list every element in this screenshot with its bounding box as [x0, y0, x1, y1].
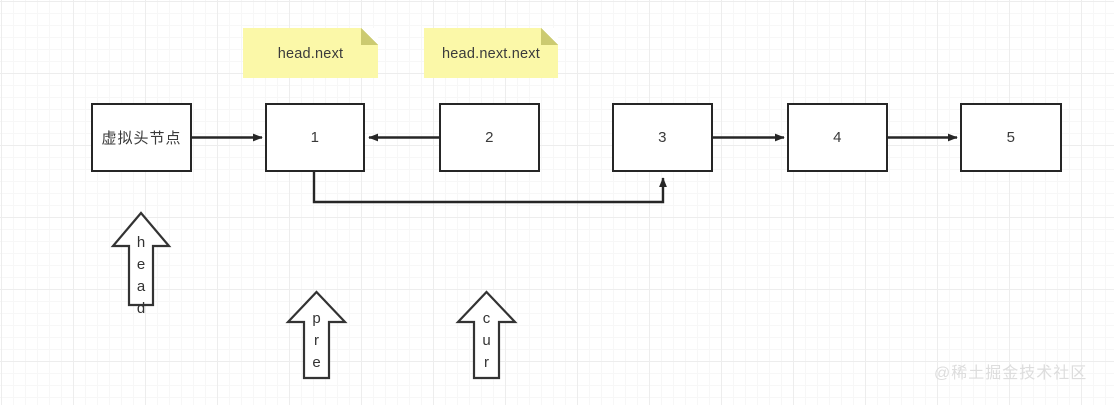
page-fold-icon [541, 28, 558, 45]
node-label: 虚拟头节点 [101, 130, 182, 147]
up-arrow-icon [110, 211, 172, 307]
node-2[interactable]: 2 [439, 103, 540, 172]
node-4[interactable]: 4 [787, 103, 888, 172]
sticky-note-head-next[interactable]: head.next [243, 28, 378, 78]
pointer-pre[interactable]: p r e [285, 289, 348, 381]
sticky-note-label: head.next.next [442, 46, 540, 62]
connector-1-to-3 [312, 172, 667, 204]
node-1[interactable]: 1 [265, 103, 365, 172]
up-arrow-icon [455, 290, 518, 380]
sticky-note-label: head.next [277, 46, 344, 62]
node-3[interactable]: 3 [612, 103, 713, 172]
pointer-head[interactable]: h e a d [110, 210, 172, 317]
node-label: 2 [485, 129, 494, 146]
node-label: 4 [833, 129, 842, 146]
page-fold-icon [361, 28, 378, 45]
pointer-cur[interactable]: c u r [455, 289, 518, 381]
sticky-note-head-next-next[interactable]: head.next.next [424, 28, 558, 78]
node-label: 1 [310, 129, 320, 146]
node-label: 3 [658, 129, 667, 146]
up-arrow-icon [285, 290, 348, 380]
node-label: 5 [1006, 129, 1016, 146]
node-5[interactable]: 5 [960, 103, 1062, 172]
watermark: @稀土掘金技术社区 [934, 365, 1088, 382]
node-dummy-head[interactable]: 虚拟头节点 [91, 103, 192, 172]
